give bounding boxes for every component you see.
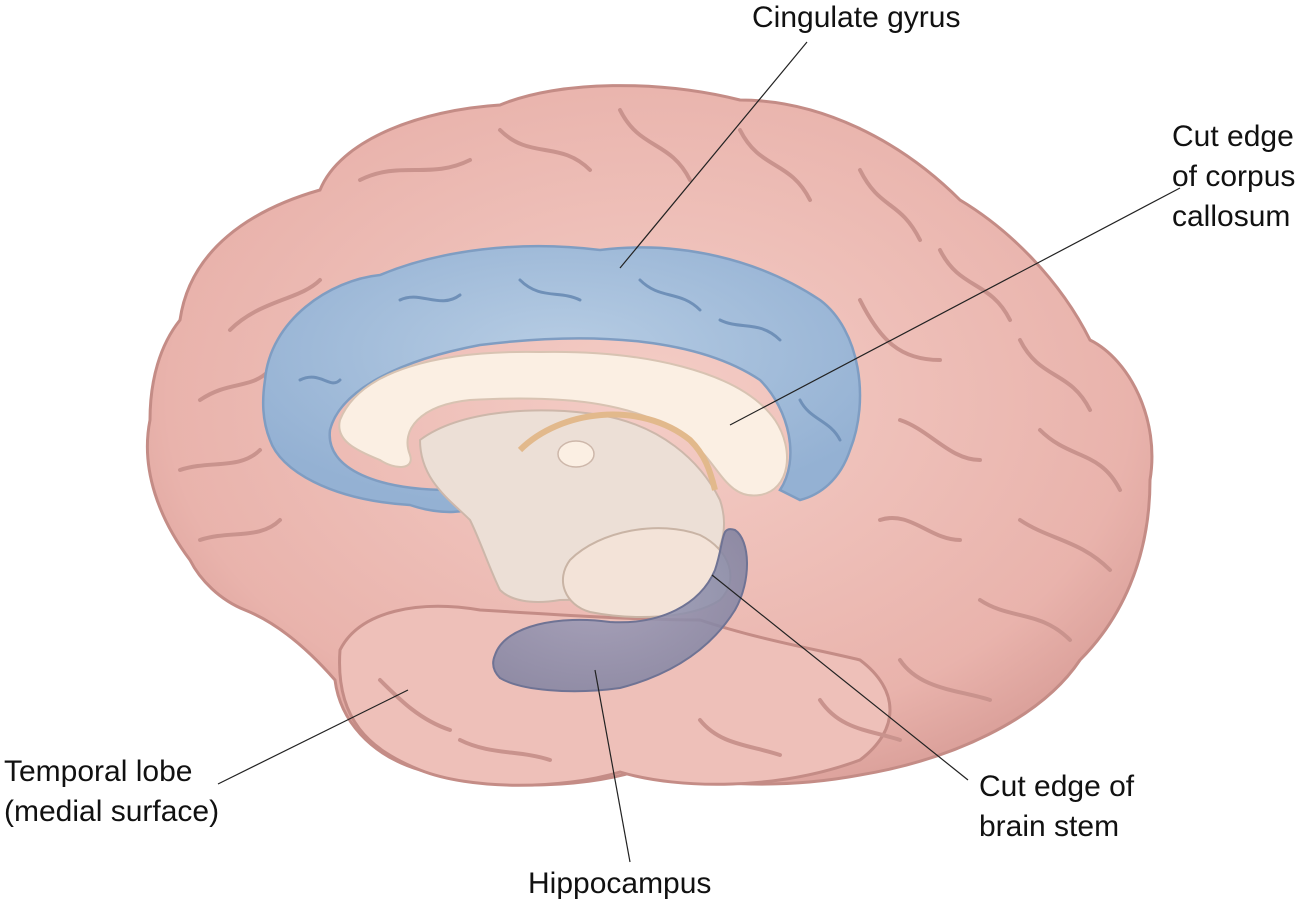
leader-lines bbox=[217, 41, 1181, 863]
label-line: Temporal lobe bbox=[4, 755, 193, 788]
label-brain-stem: Cut edge of brain stem bbox=[979, 767, 1134, 847]
temporal-lobe-shape bbox=[338, 604, 892, 787]
cingulate-folds bbox=[298, 278, 842, 442]
leader-hippocampus bbox=[594, 669, 631, 863]
label-line: (medial surface) bbox=[4, 795, 220, 828]
label-line: callosum bbox=[1172, 200, 1291, 233]
leader-corpus bbox=[729, 187, 1181, 426]
corpus-callosum-shape bbox=[338, 350, 788, 497]
fornix bbox=[517, 411, 718, 491]
label-temporal-lobe: Temporal lobe (medial surface) bbox=[4, 752, 219, 832]
label-line: Hippocampus bbox=[528, 867, 712, 900]
label-line: of corpus bbox=[1172, 160, 1296, 193]
sulci-lines bbox=[178, 108, 1122, 762]
leader-cingulate bbox=[619, 41, 808, 269]
leader-temporal bbox=[217, 689, 409, 785]
label-cingulate-gyrus: Cingulate gyrus bbox=[752, 0, 960, 38]
label-line: brain stem bbox=[979, 810, 1120, 843]
nucleus-small bbox=[557, 440, 595, 468]
leader-brainstem bbox=[711, 574, 969, 781]
cingulate-gyrus-shape bbox=[261, 244, 862, 514]
hippocampus-shape bbox=[492, 528, 748, 693]
label-hippocampus: Hippocampus bbox=[528, 864, 711, 904]
label-line: Cut edge bbox=[1172, 120, 1294, 153]
label-corpus-callosum: Cut edge of corpus callosum bbox=[1172, 117, 1295, 237]
label-line: Cingulate gyrus bbox=[752, 1, 961, 34]
label-line: Cut edge of bbox=[979, 770, 1135, 803]
